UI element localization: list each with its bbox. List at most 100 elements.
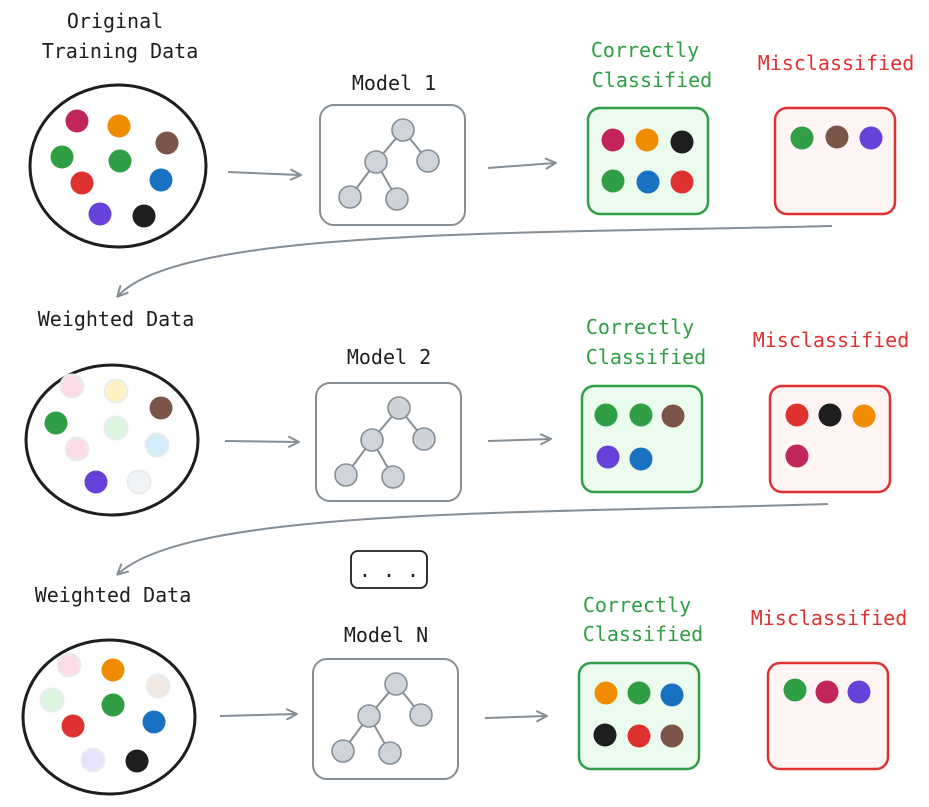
data-label: Weighted Data (35, 583, 192, 607)
mis-label: Misclassified (753, 328, 910, 352)
crimson-dot (65, 109, 89, 133)
data-circle (24, 363, 200, 517)
data-dots-group (39, 652, 171, 773)
tree-node (409, 703, 433, 727)
mis-box (766, 661, 890, 771)
mis-box (768, 384, 892, 494)
arrow-data-to-model (224, 435, 300, 448)
mis-label: Misclassified (758, 51, 915, 75)
red-dot (627, 724, 651, 748)
crimson-dot (601, 128, 625, 152)
tree-node (331, 739, 355, 763)
black-dot (125, 749, 149, 773)
pale-pink-dot (59, 373, 85, 399)
purple-dot (847, 680, 871, 704)
data-circle (28, 83, 208, 249)
purple-dot (859, 126, 883, 150)
brown-dot (155, 131, 179, 155)
correct-box (586, 106, 710, 216)
pale-tan-dot (145, 673, 171, 699)
stage-n: Weighted Data Model N Correctly Classifi… (21, 583, 908, 796)
blue-dot (629, 447, 653, 471)
green-dot (594, 403, 618, 427)
model-label: Model N (344, 623, 428, 647)
tree-node (381, 465, 405, 489)
tree-node (412, 427, 436, 451)
green-dot (101, 693, 125, 717)
ellipsis-text: . . . (359, 558, 419, 582)
correct-dots-group (594, 403, 685, 471)
mis-label: Misclassified (751, 606, 908, 630)
pale-purple-dot (80, 747, 106, 773)
stage-2: Weighted Data Model 2 Correctly Classifi… (24, 307, 910, 517)
green-dot (627, 681, 651, 705)
blue-dot (636, 170, 660, 194)
pale-yellow-dot (103, 378, 129, 404)
orange-dot (852, 404, 876, 428)
arrow-data-to-model (227, 168, 302, 181)
orange-dot (594, 681, 618, 705)
correct-dots-group (593, 681, 684, 748)
data-label-line-2: Training Data (42, 39, 199, 63)
orange-dot (107, 114, 131, 138)
correct-box (580, 384, 704, 494)
correct-box (577, 661, 701, 771)
tree-node (338, 185, 362, 209)
brown-dot (660, 724, 684, 748)
red-dot (670, 170, 694, 194)
tree-node (360, 428, 384, 452)
mis-box (773, 106, 897, 216)
mis-dots-group (783, 678, 871, 704)
data-label-line-1: Original (67, 9, 163, 33)
blue-dot (142, 710, 166, 734)
crimson-dot (785, 444, 809, 468)
mis-dots-group (785, 403, 876, 468)
correct-label-line-1: Correctly (591, 38, 699, 62)
brown-dot (825, 125, 849, 149)
blue-dot (660, 683, 684, 707)
mis-dots-group (790, 125, 883, 150)
purple-dot (596, 445, 620, 469)
black-dot (818, 403, 842, 427)
correct-label-line-1: Correctly (583, 593, 691, 617)
brown-dot (149, 396, 173, 420)
decision-tree-icon (338, 118, 440, 211)
tree-node (378, 741, 402, 765)
brown-dot (661, 404, 685, 428)
correct-dots-group (601, 128, 694, 194)
arrow-model-to-results (484, 710, 548, 723)
black-dot (593, 723, 617, 747)
arrow-data-to-model (219, 708, 298, 721)
arrow-model-to-results (487, 157, 557, 170)
green-dot (108, 149, 132, 173)
arrow-model-to-results (487, 433, 552, 446)
red-dot (785, 403, 809, 427)
model-label: Model 1 (352, 71, 436, 95)
pale-green-dot (39, 687, 65, 713)
tree-node (384, 672, 408, 696)
tree-node (357, 704, 381, 728)
green-dot (629, 403, 653, 427)
pale-pink-dot (64, 436, 90, 462)
tree-node (387, 396, 411, 420)
tree-node (416, 149, 440, 173)
stage-1: Original Training Data Model 1 Correctly… (28, 9, 915, 249)
purple-dot (84, 470, 108, 494)
correct-label-line-2: Classified (586, 345, 706, 369)
green-dot (50, 145, 74, 169)
green-dot (601, 169, 625, 193)
green-dot (790, 126, 814, 150)
crimson-dot (815, 680, 839, 704)
feedback-arrow-1 (116, 225, 833, 298)
feedback-arrow-2 (116, 503, 829, 576)
correct-label-line-2: Classified (583, 622, 703, 646)
pale-blue-dot (144, 432, 170, 458)
blue-dot (149, 168, 173, 192)
orange-dot (101, 658, 125, 682)
pale-gray-dot (126, 469, 152, 495)
decision-tree-icon (331, 672, 433, 765)
black-dot (132, 204, 156, 228)
orange-dot (635, 128, 659, 152)
tree-node (364, 150, 388, 174)
red-dot (70, 171, 94, 195)
